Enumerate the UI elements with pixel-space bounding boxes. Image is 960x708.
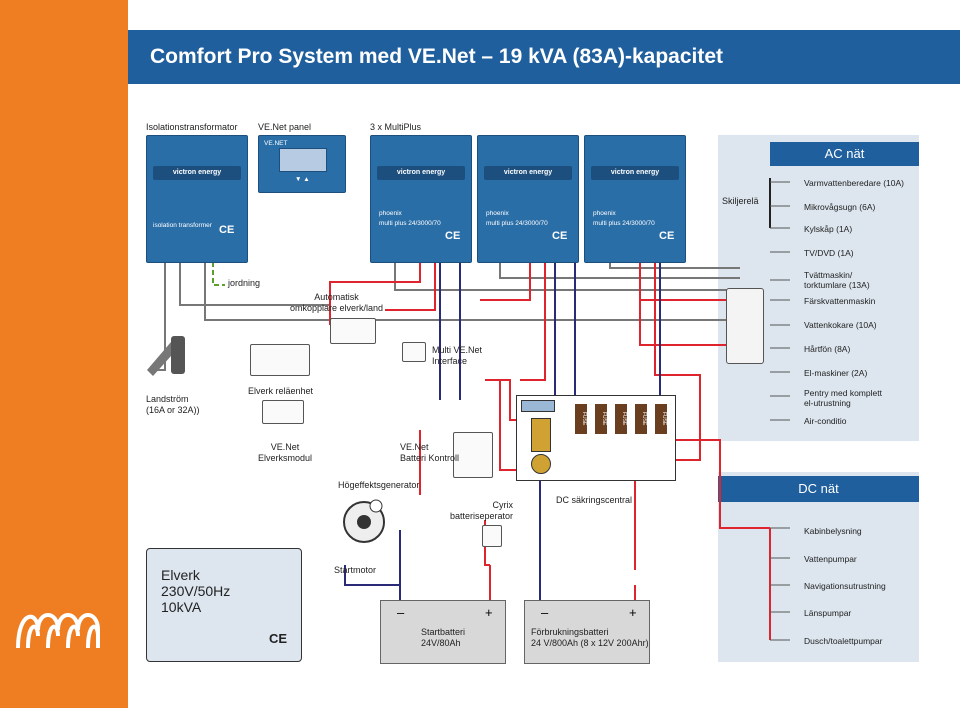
model-line2: multi plus 24/3000/70 <box>379 220 441 227</box>
panel-brand: VE.NET <box>264 140 288 147</box>
ac-item: Mikrovågsugn (6A) <box>804 202 876 212</box>
dc-item: Kabinbelysning <box>804 526 862 536</box>
start-battery-label: Startbatteri 24V/80Ah <box>421 627 466 648</box>
side-strip <box>0 0 128 708</box>
fuse-label: FUSE <box>601 412 607 426</box>
minus-terminal: – <box>541 605 549 620</box>
model-line1: phoenix <box>486 210 509 217</box>
page-title: Comfort Pro System med VE.Net – 19 kVA (… <box>150 45 724 68</box>
ac-item: Kylskåp (1A) <box>804 224 853 234</box>
ac-item: Tvättmaskin/ torktumlare (13A) <box>804 270 870 290</box>
ac-item: Vattenkokare (10A) <box>804 320 877 330</box>
ac-item: Hårtfön (8A) <box>804 344 851 354</box>
victron-brand: victron energy <box>591 166 679 180</box>
ac-item: Pentry med komplett el-utrustning <box>804 388 882 408</box>
generator-box: Elverk 230V/50Hz 10kVA CE <box>146 548 302 662</box>
fuse-label: FUSE <box>641 412 647 426</box>
landstrom-label: Landström (16A or 32A)) <box>146 394 200 415</box>
dc-fuse-central: FUSE FUSE FUSE FUSE FUSE <box>516 395 676 481</box>
ce-mark: CE <box>552 230 568 242</box>
ve-net-panel: VE.NET ▼ ▲ <box>258 135 346 193</box>
ac-disconnect-box <box>726 288 764 364</box>
multiplus-2: victron energy phoenix multi plus 24/300… <box>477 135 579 263</box>
alternator-icon <box>340 492 388 548</box>
start-battery: – + Startbatteri 24V/80Ah <box>380 600 506 664</box>
ce-mark: CE <box>659 230 675 242</box>
venet-batteri-label: VE.Net Batteri Kontroll <box>400 442 460 463</box>
victron-logo-icon <box>12 600 116 660</box>
busbar <box>521 400 555 412</box>
ac-item: Färskvattenmaskin <box>804 296 876 306</box>
dc-header: DC nät <box>718 476 919 502</box>
multiplus-3: victron energy phoenix multi plus 24/300… <box>584 135 686 263</box>
consumer-battery: – + Förbrukningsbatteri 24 V/800Ah (8 x … <box>524 600 650 664</box>
plus-terminal: + <box>629 605 637 620</box>
ac-item: Varmvattenberedare (10A) <box>804 178 905 188</box>
ce-mark: CE <box>269 631 288 646</box>
fuse-3: FUSE <box>615 404 627 434</box>
generator-relay-box <box>250 344 310 376</box>
dc-item: Länspumpar <box>804 608 852 618</box>
auto-switch-box <box>330 318 376 344</box>
skiljerela-label: Skiljerelä <box>722 196 759 206</box>
cyrix-label: Cyrix batteriseperator <box>450 500 514 521</box>
dc-item: Navigationsutrustning <box>804 581 886 591</box>
venet-elverk-box <box>262 400 304 424</box>
fuse-label: FUSE <box>621 412 627 426</box>
multi-venet-box <box>402 342 426 362</box>
isolation-label: Isolationstransformator <box>146 122 238 132</box>
model-line2: multi plus 24/3000/70 <box>486 220 548 227</box>
title-bar <box>128 30 960 84</box>
elverk-relay-label: Elverk reläenhet <box>248 386 314 396</box>
venet-elverk-label: VE.Net Elverksmodul <box>258 442 313 463</box>
plus-terminal: + <box>485 605 493 620</box>
fuse-label: FUSE <box>661 412 667 426</box>
fuse-1: FUSE <box>575 404 587 434</box>
ce-mark: CE <box>219 224 235 236</box>
venet-batteri-box <box>453 432 493 478</box>
fuse-block <box>531 418 551 452</box>
victron-brand: victron energy <box>377 166 465 180</box>
multiplus-1: victron energy phoenix multi plus 24/300… <box>370 135 472 263</box>
model-line1: phoenix <box>379 210 402 217</box>
multi-venet-label: Multi VE.Net Interface <box>432 345 483 366</box>
model-line1: phoenix <box>593 210 616 217</box>
jordning-label: jordning <box>228 278 261 288</box>
victron-brand: victron energy <box>484 166 572 180</box>
ve-net-panel-label: VE.Net panel <box>258 122 312 132</box>
isolation-text: isolation transformer <box>153 222 212 229</box>
consumer-battery-label: Förbrukningsbatteri 24 V/800Ah (8 x 12V … <box>531 627 649 648</box>
ce-mark: CE <box>445 230 461 242</box>
generator-label: Elverk 230V/50Hz 10kVA <box>161 567 231 615</box>
ac-item: El-maskiner (2A) <box>804 368 868 378</box>
terminal-knob <box>531 454 551 474</box>
panel-screen <box>279 148 327 172</box>
dc-panel <box>718 472 919 662</box>
victron-brand: victron energy <box>153 166 241 180</box>
minus-terminal: – <box>397 605 405 620</box>
fuse-5: FUSE <box>655 404 667 434</box>
multiplus-label: 3 x MultiPlus <box>370 122 422 132</box>
fuse-2: FUSE <box>595 404 607 434</box>
dc-item: Dusch/toalettpumpar <box>804 636 883 646</box>
hogeffekt-label: Högeffektsgenerator <box>338 480 420 490</box>
auto-switch-label: Automatisk omkopplare elverk/land <box>290 292 384 313</box>
ac-item: Air-conditio <box>804 416 847 426</box>
isolation-transformer: victron energy isolation transformer CE <box>146 135 248 263</box>
panel-arrow-icon: ▼ ▲ <box>295 176 310 183</box>
fuse-4: FUSE <box>635 404 647 434</box>
startmotor-label: Startmotor <box>334 565 377 575</box>
shore-plug-icon <box>145 330 187 378</box>
dc-item: Vattenpumpar <box>804 554 857 564</box>
ac-item: TV/DVD (1A) <box>804 248 854 258</box>
ac-header: AC nät <box>770 142 919 166</box>
model-line2: multi plus 24/3000/70 <box>593 220 655 227</box>
dc-central-label: DC säkringscentral <box>556 495 633 505</box>
fuse-label: FUSE <box>581 412 587 426</box>
cyrix-box <box>482 525 502 547</box>
